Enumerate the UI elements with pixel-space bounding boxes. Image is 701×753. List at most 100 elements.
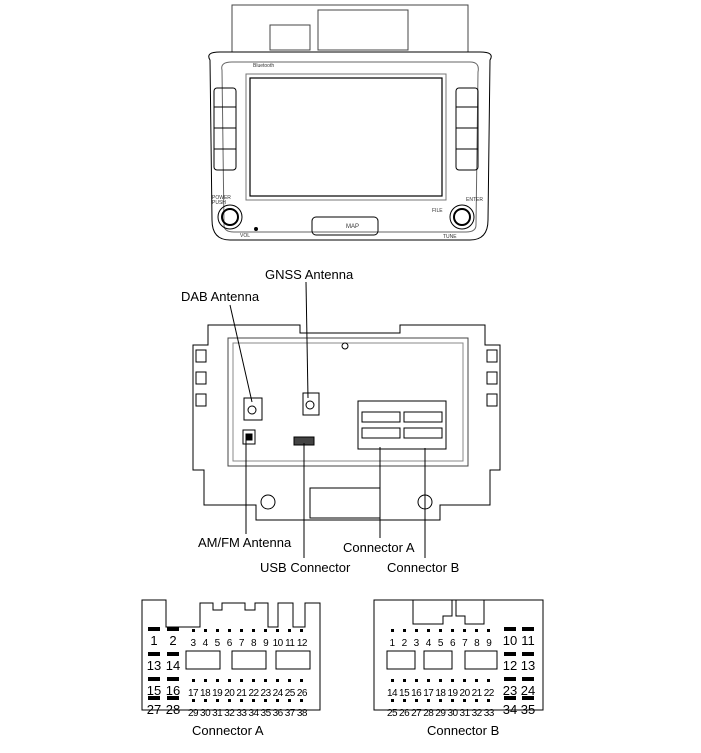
pin-22: 22 <box>248 679 260 700</box>
pin-number: 1 <box>150 633 158 648</box>
pin-number: 18 <box>435 688 446 699</box>
amfm-antenna-label: AM/FM Antenna <box>198 535 292 550</box>
pin-number: 27 <box>146 702 162 717</box>
pin-marker <box>451 629 454 632</box>
pin-21: 21 <box>471 679 483 700</box>
pin-marker <box>522 627 534 631</box>
pin-marker <box>167 696 179 700</box>
pin-marker <box>167 677 179 681</box>
pin-6: 6 <box>223 629 235 650</box>
pin-number: 4 <box>425 638 432 649</box>
pin-marker <box>252 699 255 702</box>
pin-19: 19 <box>447 679 459 700</box>
pin-marker <box>239 699 243 702</box>
gnss-antenna-label: GNSS Antenna <box>265 267 354 282</box>
pin-number: 30 <box>200 708 211 719</box>
pin-marker <box>438 629 442 632</box>
pin-number: 10 <box>502 633 518 648</box>
pin-16: 16 <box>165 677 181 699</box>
pin-marker <box>264 629 268 632</box>
pin-marker <box>438 679 442 682</box>
pin-35: 35 <box>520 696 536 718</box>
pin-number: 17 <box>187 688 199 699</box>
pin-number: 24 <box>520 683 536 698</box>
pin-27: 27 <box>146 696 162 718</box>
pin-marker <box>264 699 268 702</box>
pin-20: 20 <box>459 679 471 700</box>
pin-number: 16 <box>165 683 181 698</box>
pin-31: 31 <box>211 699 223 720</box>
pin-16: 16 <box>410 679 422 700</box>
pin-5: 5 <box>211 629 223 650</box>
pin-number: 9 <box>486 638 492 649</box>
pin-13: 13 <box>146 652 162 674</box>
pin-37: 37 <box>284 699 296 720</box>
pin-marker <box>475 629 479 632</box>
pin-number: 27 <box>411 708 422 719</box>
pin-marker <box>487 699 491 702</box>
connector-a-slots <box>185 650 311 670</box>
pin-number: 37 <box>284 708 296 719</box>
pin-marker <box>414 699 418 702</box>
pin-number: 11 <box>285 638 295 649</box>
pin-24: 24 <box>272 679 284 700</box>
pin-10: 10 <box>272 629 284 650</box>
vol-label: VOL <box>240 233 251 239</box>
pin-marker <box>522 677 534 681</box>
pin-marker <box>475 679 479 682</box>
pin-marker <box>203 679 207 682</box>
pin-marker <box>239 629 243 632</box>
pin-8: 8 <box>248 629 260 650</box>
pin-marker <box>504 677 516 681</box>
pin-25: 25 <box>284 679 296 700</box>
pin-marker <box>522 652 534 656</box>
pin-28: 28 <box>165 696 181 718</box>
pin-marker <box>390 629 394 632</box>
pin-number: 5 <box>214 638 221 649</box>
pin-21: 21 <box>235 679 247 700</box>
pin-marker <box>463 629 467 632</box>
pin-35: 35 <box>260 699 272 720</box>
pin-2: 2 <box>165 627 181 649</box>
pin-number: 30 <box>447 708 458 719</box>
pin-marker <box>203 629 207 632</box>
pin-marker <box>191 629 195 632</box>
pin-28: 28 <box>422 699 434 720</box>
pin-number: 36 <box>272 708 284 719</box>
pin-number: 29 <box>435 708 446 719</box>
pin-marker <box>227 679 231 682</box>
connector-a-title: Connector A <box>192 723 264 738</box>
pin-marker <box>148 677 160 681</box>
pin-number: 31 <box>212 708 223 719</box>
pin-number: 25 <box>284 688 296 699</box>
pin-marker <box>487 679 491 682</box>
pin-number: 15 <box>399 688 410 699</box>
pin-33: 33 <box>235 699 247 720</box>
pin-marker <box>215 699 219 702</box>
pin-marker <box>227 699 231 702</box>
pin-number: 7 <box>462 638 468 649</box>
pin-number: 12 <box>296 638 308 649</box>
dab-antenna-label: DAB Antenna <box>181 289 260 304</box>
pin-number: 3 <box>190 638 196 649</box>
pin-marker <box>504 652 516 656</box>
pin-29: 29 <box>187 699 199 720</box>
pin-marker <box>191 699 195 702</box>
pin-number: 7 <box>238 638 245 649</box>
pin-number: 32 <box>471 708 483 719</box>
pin-marker <box>191 679 195 682</box>
pin-38: 38 <box>296 699 308 720</box>
pin-number: 28 <box>165 702 181 717</box>
pin-5: 5 <box>434 629 446 650</box>
map-button-label: MAP <box>346 224 360 230</box>
pin-marker <box>288 699 292 702</box>
file-label: FILE <box>432 208 443 214</box>
pin-number: 28 <box>423 708 434 719</box>
pin-18: 18 <box>199 679 211 700</box>
pin-number: 26 <box>296 688 308 699</box>
pin-17: 17 <box>422 679 434 700</box>
pin-number: 31 <box>459 708 471 719</box>
pin-1: 1 <box>386 629 398 650</box>
pin-marker <box>504 627 516 631</box>
pin-marker <box>167 627 179 631</box>
